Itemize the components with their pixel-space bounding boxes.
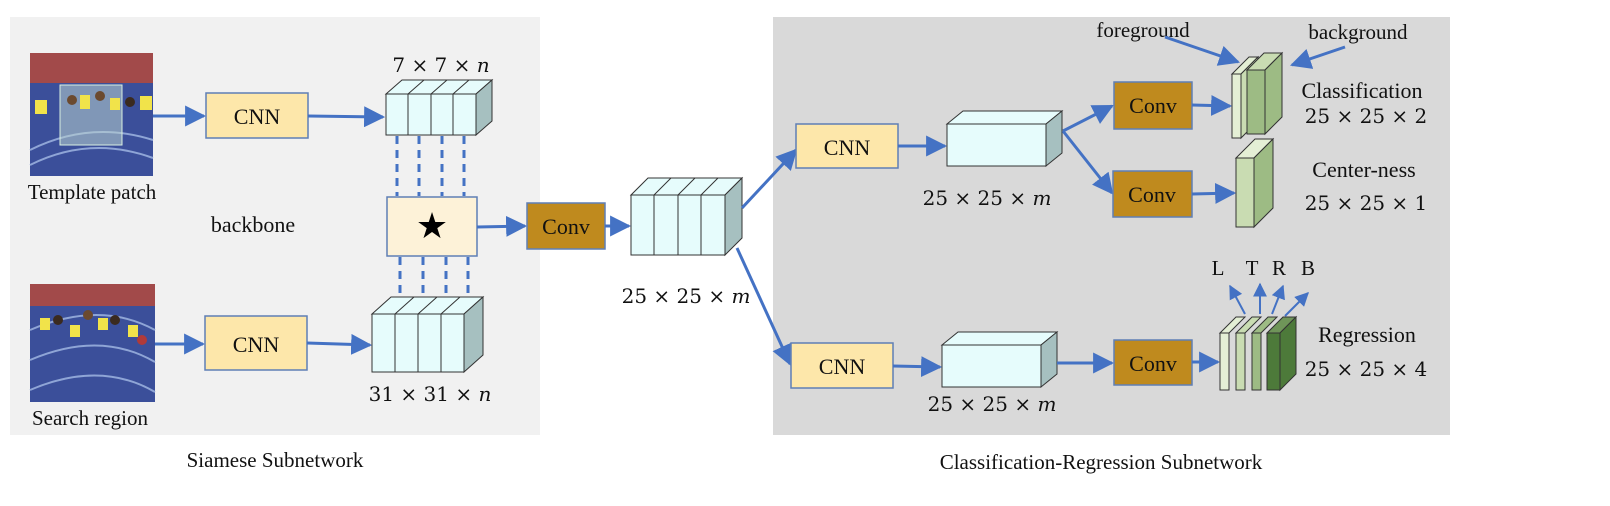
arrow-conv-to-ctr-map [1191,182,1237,204]
arrow-feature-to-conv-ctr [1061,130,1114,195]
search-feature-size: 31 × 31 × 𝑛 [369,382,492,406]
conv-regression: Conv [1113,339,1193,386]
arrow-merged-to-cls-cnn [740,148,798,210]
reg-feature-size: 25 × 25 × 𝑚 [928,392,1057,416]
classification-size: 25 × 25 × 2 [1305,104,1428,128]
conv-classification: Conv [1113,81,1193,130]
siamese-conv: Conv [526,202,606,250]
reg-feature-tensor [940,330,1059,389]
search-region-image [29,284,156,402]
arrow-correlation-to-conv [476,215,528,237]
foreground-label: foreground [1096,18,1190,42]
template-feature-tensor [384,78,494,137]
conv-regression-label: Conv [1129,351,1177,376]
regression-label: Regression [1318,322,1416,347]
regression-size: 25 × 25 × 4 [1305,357,1428,381]
siamese-cnn-bottom-label: CNN [233,332,280,357]
cls-feature-tensor [945,109,1064,168]
reg-cnn-label: CNN [819,354,866,379]
cls-cnn: CNN [795,123,899,169]
siamese-cnn-top: CNN [205,92,309,139]
centerness-label: Center-ness [1312,157,1415,182]
centerness-size: 25 × 25 × 1 [1305,191,1428,215]
search-feature-tensor [370,295,485,374]
ltrb-l: L [1212,256,1225,280]
merged-feature-tensor [629,176,744,257]
conv-centerness: Conv [1112,170,1193,218]
arrow-background [1290,45,1346,69]
background-label: background [1308,20,1408,44]
arrow-cnn-to-template-feature [307,106,386,128]
ltrb-b: B [1301,256,1315,280]
ltrb-r: R [1272,256,1286,280]
template-caption: Template patch [28,180,157,204]
centerness-map [1234,137,1275,229]
siamese-title: Siamese Subnetwork [187,448,364,472]
regression-map [1218,315,1298,392]
search-caption: Search region [32,406,149,430]
merged-feature-size: 25 × 25 × 𝑚 [622,284,751,308]
classification-map [1230,51,1284,140]
siamese-conv-label: Conv [542,214,590,239]
classification-label: Classification [1302,78,1423,103]
arrow-r [1271,284,1285,315]
arrow-reg-cnn-to-feature [892,356,943,378]
arrow-conv-to-cls-map [1191,95,1233,116]
dashed-connectors-top [395,136,466,196]
conv-centerness-label: Conv [1128,182,1176,207]
correlation-box: ★ [386,196,478,257]
arrow-foreground [1164,35,1240,66]
backbone-label: backbone [211,212,295,237]
siamese-cnn-top-label: CNN [234,104,281,129]
arrow-feature-to-conv-cls [1062,104,1114,133]
reg-cnn: CNN [790,342,894,389]
arrow-cnn-to-search-feature [306,333,373,355]
correlation-star-icon: ★ [416,205,448,246]
template-feature-size: 7 × 7 × 𝑛 [392,53,489,77]
cls-feature-size: 25 × 25 × 𝑚 [923,186,1052,210]
ltrb-t: T [1246,256,1259,280]
conv-classification-label: Conv [1129,93,1177,118]
cls-reg-title: Classification-Regression Subnetwork [940,450,1263,474]
siamese-cnn-bottom: CNN [204,315,308,371]
cls-cnn-label: CNN [824,135,871,160]
dashed-connectors-bottom [398,257,470,298]
arrow-b [1284,292,1309,317]
arrow-l [1229,284,1246,315]
arrow-merged-to-reg-cnn [735,247,792,366]
template-patch-image [29,53,154,176]
